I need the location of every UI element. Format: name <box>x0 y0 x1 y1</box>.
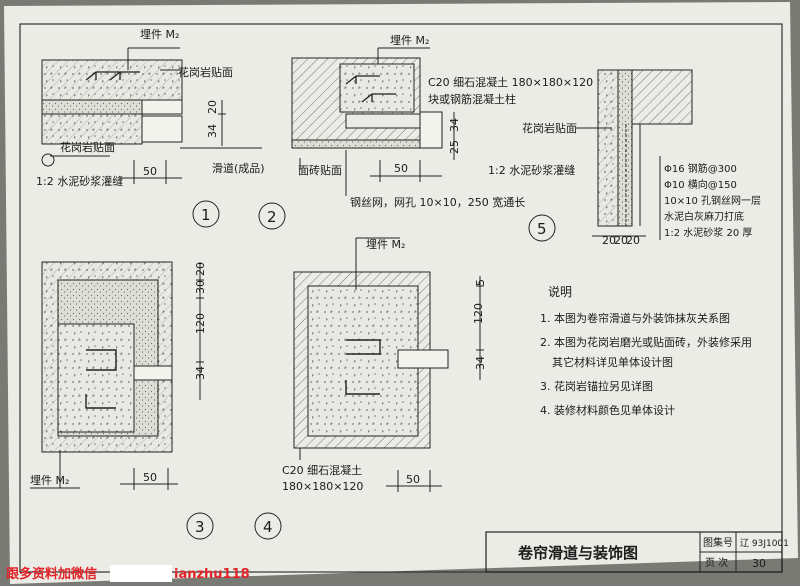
d2-concrete-line1: C20 细石混凝土 180×180×120 <box>428 75 593 89</box>
d5-spec-3: 水泥白灰麻刀打底 <box>664 210 744 223</box>
d3-dim-120: 120 <box>194 313 207 334</box>
atlas-value: 辽 93J1001 <box>740 538 789 549</box>
d4-number-circle <box>254 512 282 540</box>
watermark-redaction <box>110 565 172 582</box>
detail-1: 埋件 M₂ 花岗岩贴面 花岗岩贴面 1:2 水泥砂浆灌缝 滑道(成品) 20 3… <box>36 28 265 228</box>
d5-spec-2: 10×10 孔钢丝网一层 <box>664 194 761 207</box>
d3-dim-30: 30 <box>194 280 207 294</box>
d1-granite-top-label: 花岗岩贴面 <box>178 65 233 79</box>
d1-dim-34: 34 <box>206 124 219 138</box>
d5-number: 5 <box>537 220 547 238</box>
d3-dim-50: 50 <box>143 471 157 484</box>
d2-concrete-line2: 块或钢筋混凝土柱 <box>428 92 516 106</box>
d5-granite-label: 花岗岩贴面 <box>522 121 577 135</box>
d2-embed-label: 埋件 M₂ <box>390 34 429 47</box>
note-item-3: 3. 花岗岩锚拉另见详图 <box>540 379 653 393</box>
d1-dim-20: 20 <box>206 100 219 114</box>
d1-number: 1 <box>201 206 211 224</box>
d2-dim-50: 50 <box>394 162 408 175</box>
d3-number-circle <box>186 512 214 540</box>
atlas-label: 图集号 <box>703 536 733 549</box>
title-block: 卷帘滑道与装饰图 图集号 辽 93J1001 页 次 30 <box>485 531 789 573</box>
detail-5: 花岗岩贴面 1:2 水泥砂浆灌缝 Φ16 钢筋@300 Φ10 横向@150 1… <box>488 69 761 247</box>
d5-spec-4: 1:2 水泥砂浆 20 厚 <box>664 226 752 239</box>
d1-number-circle <box>192 200 220 228</box>
note-item-2-cont: 其它材料详见单体设计图 <box>552 355 673 369</box>
detail-2: 埋件 M₂ C20 细石混凝土 180×180×120 块或钢筋混凝土柱 34 … <box>258 34 593 230</box>
d4-dim-120: 120 <box>472 303 485 324</box>
d2-tile-label: 面砖贴面 <box>298 163 342 177</box>
d2-dim-25: 25 <box>448 140 461 154</box>
d1-dim-50: 50 <box>143 165 157 178</box>
page-label: 页 次 <box>705 556 728 569</box>
d4-embed-label: 埋件 M₂ <box>366 238 405 251</box>
watermark: 跟多资料加微信 ianzhu118 <box>6 565 250 582</box>
title-block-title: 卷帘滑道与装饰图 <box>517 544 638 562</box>
note-item-2: 2. 本图为花岗岩磨光或贴面砖，外装修采用 <box>540 335 752 349</box>
detail-4: 埋件 M₂ 5 120 34 C20 细石混凝土 180×180×120 50 … <box>254 237 487 540</box>
d4-concrete-line1: C20 细石混凝土 <box>282 463 362 477</box>
d5-spec-0: Φ16 钢筋@300 <box>664 162 737 175</box>
d3-number: 3 <box>195 518 205 536</box>
d1-embed-label: 埋件 M₂ <box>140 28 179 41</box>
d5-dim-20a: 20 <box>602 234 616 247</box>
d3-embed-label: 埋件 M₂ <box>30 474 69 487</box>
d1-grout-label: 1:2 水泥砂浆灌缝 <box>36 174 123 188</box>
detail-3: 20 30 120 34 埋件 M₂ 50 3 <box>30 261 214 540</box>
d4-concrete-line2: 180×180×120 <box>282 480 363 493</box>
d2-dim-34: 34 <box>448 118 461 132</box>
watermark-text: 跟多资料加微信 <box>6 566 97 582</box>
d3-dim-34: 34 <box>194 366 207 380</box>
d5-spec-1: Φ10 横向@150 <box>664 178 737 191</box>
d2-number: 2 <box>267 208 277 226</box>
watermark-id: ianzhu118 <box>174 567 250 582</box>
drawing-frame <box>19 23 783 573</box>
d3-dim-20: 20 <box>194 262 207 276</box>
d2-number-circle <box>258 202 286 230</box>
notes-heading: 说明 <box>548 284 572 299</box>
d5-number-circle <box>528 214 556 242</box>
note-item-4: 4. 装修材料颜色见单体设计 <box>540 403 675 417</box>
d5-dim-20b: 20 <box>614 234 628 247</box>
d2-mesh-label: 钢丝网，网孔 10×10，250 宽通长 <box>350 195 525 209</box>
d5-grout-label: 1:2 水泥砂浆灌缝 <box>488 163 575 177</box>
d1-granite-bottom-label: 花岗岩贴面 <box>60 140 115 154</box>
note-item-1: 1. 本图为卷帘滑道与外装饰抹灰关系图 <box>540 311 730 325</box>
d5-dim-20c: 20 <box>626 234 640 247</box>
page-value: 30 <box>752 557 766 570</box>
notes-block: 说明 1. 本图为卷帘滑道与外装饰抹灰关系图 2. 本图为花岗岩磨光或贴面砖，外… <box>540 284 752 417</box>
d4-dim-34: 34 <box>474 356 487 370</box>
d4-dim-5: 5 <box>474 279 487 286</box>
d4-dim-50: 50 <box>406 473 420 486</box>
d4-number: 4 <box>263 518 273 536</box>
d1-slide-label: 滑道(成品) <box>212 161 265 175</box>
